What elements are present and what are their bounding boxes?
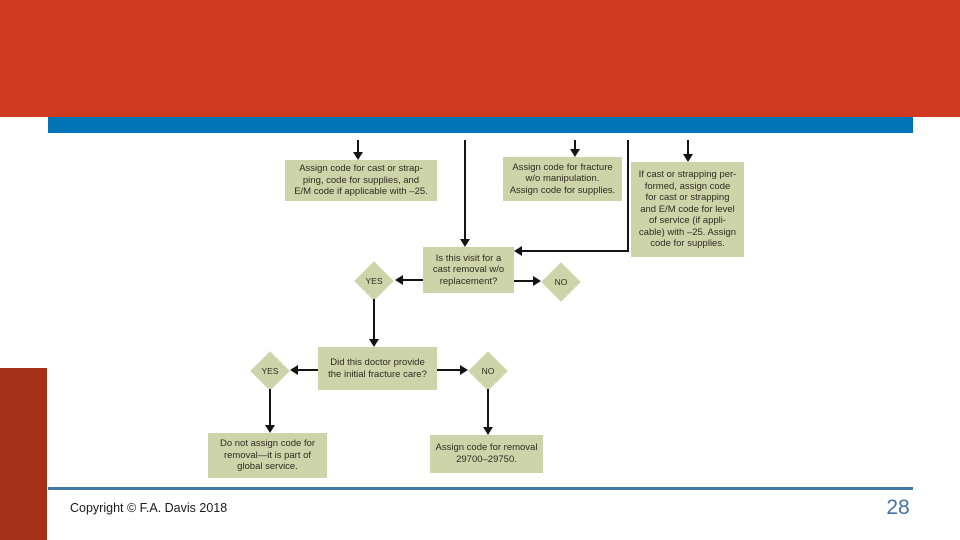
connector-line bbox=[487, 389, 489, 427]
flowchart-box-strapping-performed: If cast or strapping per- formed, assign… bbox=[631, 162, 744, 257]
decision-label: YES bbox=[365, 276, 383, 286]
footer-divider bbox=[48, 487, 913, 490]
arrowhead-down-icon bbox=[369, 339, 379, 347]
arrowhead-right-icon bbox=[533, 276, 541, 286]
connector-line bbox=[464, 140, 466, 239]
copyright-text: Copyright © F.A. Davis 2018 bbox=[70, 501, 228, 515]
arrowhead-down-icon bbox=[683, 154, 693, 162]
connector-line bbox=[269, 389, 271, 425]
decision-label: NO bbox=[481, 366, 495, 376]
arrowhead-right-icon bbox=[460, 365, 468, 375]
connector-line bbox=[574, 140, 576, 149]
flowchart-box-assign-removal: Assign code for removal 29700–29750. bbox=[430, 435, 543, 473]
flowchart-question-initial-care: Did this doctor provide the initial frac… bbox=[318, 347, 437, 390]
flowchart-box-fracture: Assign code for fracture w/o manipulatio… bbox=[503, 157, 622, 201]
left-accent-block bbox=[0, 368, 47, 540]
arrowhead-left-icon bbox=[514, 246, 522, 256]
connector-line bbox=[687, 140, 689, 154]
flowchart-question-cast-removal: Is this visit for a cast removal w/o rep… bbox=[423, 247, 514, 293]
flowchart-box-no-removal-code: Do not assign code for removal—it is par… bbox=[208, 433, 327, 478]
connector-line bbox=[514, 280, 533, 282]
connector-line bbox=[522, 250, 629, 252]
arrowhead-left-icon bbox=[290, 365, 298, 375]
arrowhead-left-icon bbox=[395, 275, 403, 285]
connector-line bbox=[627, 140, 629, 252]
flowchart-box-cast-strapping: Assign code for cast or strap- ping, cod… bbox=[285, 160, 437, 201]
arrowhead-down-icon bbox=[353, 152, 363, 160]
arrowhead-down-icon bbox=[265, 425, 275, 433]
connector-line bbox=[298, 369, 318, 371]
decision-label: NO bbox=[554, 277, 568, 287]
connector-line bbox=[437, 369, 460, 371]
arrowhead-down-icon bbox=[483, 427, 493, 435]
connector-line bbox=[403, 279, 423, 281]
slide-header-banner bbox=[0, 0, 960, 117]
arrowhead-down-icon bbox=[570, 149, 580, 157]
connector-line bbox=[357, 140, 359, 152]
header-accent-bar bbox=[48, 117, 913, 133]
decision-label: YES bbox=[261, 366, 279, 376]
arrowhead-down-icon bbox=[460, 239, 470, 247]
page-number: 28 bbox=[886, 496, 910, 519]
connector-line bbox=[373, 299, 375, 339]
